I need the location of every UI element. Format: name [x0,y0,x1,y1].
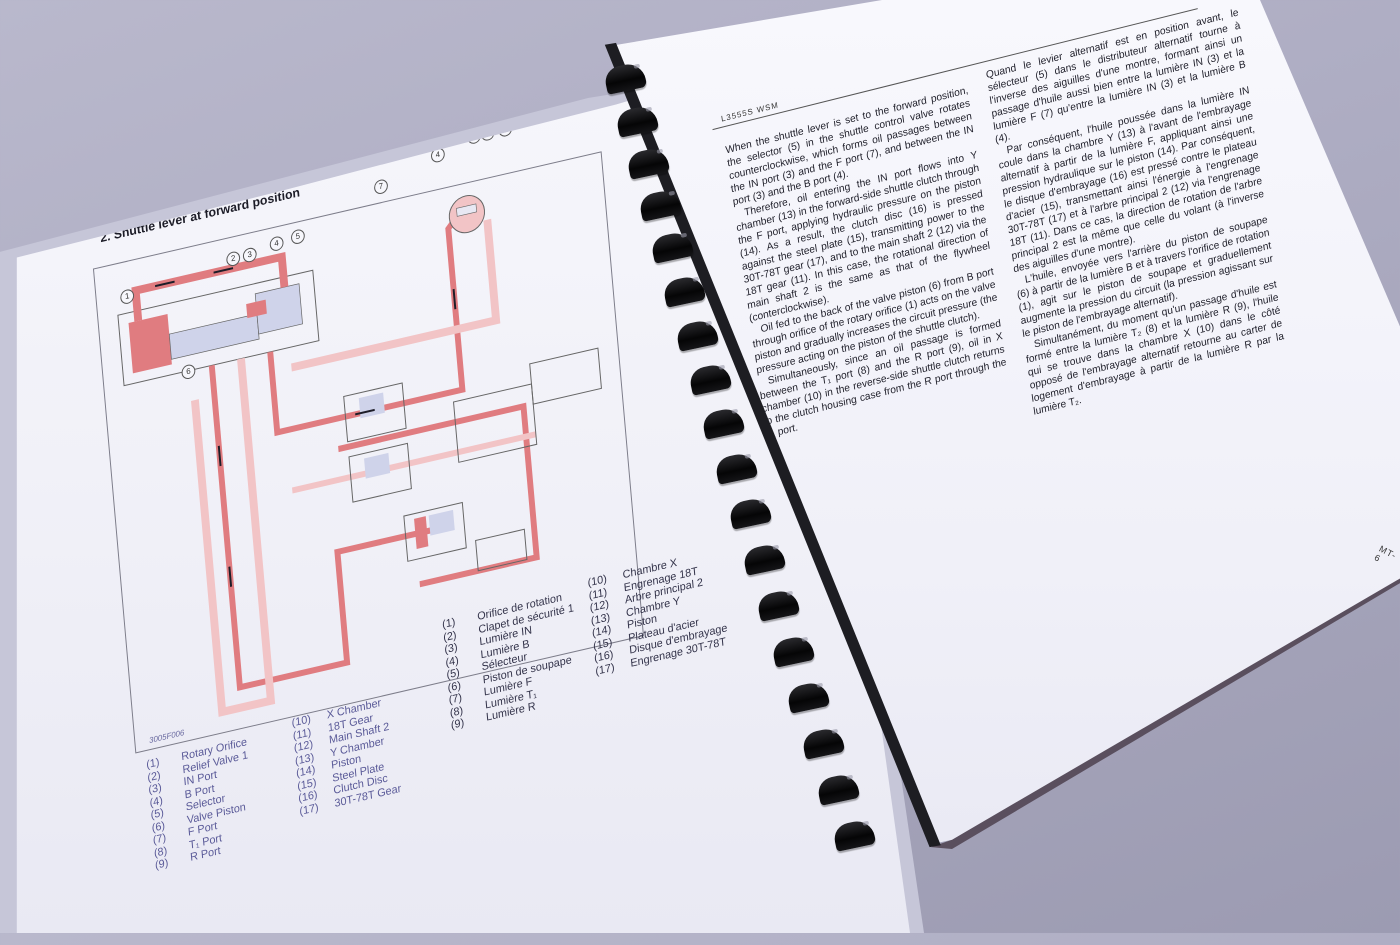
callout-7: 7 [373,178,389,196]
hydraulic-circuit-illustration [117,195,602,717]
left-header-model: L3555S WSM [514,12,573,35]
legend-en-col2: (10)X Chamber (11)18T Gear (12)Main Shaf… [291,694,401,818]
left-page-content: L3555S WSM TRANSMISSION TRANSMISSION 2. … [70,12,844,933]
legend-en-col1: (1)Rotary Orifice (2)Relief Valve 1 (3)I… [146,736,257,872]
left-section-fr: TRANSMISSION [86,180,174,212]
left-section-en: TRANSMISSION [85,168,173,200]
body-text-en: When the shuttle lever is set to the for… [725,84,1009,442]
hydraulic-diagram: 3005F006 [92,151,644,754]
body-text-fr: Quand le levier alternatif est en positi… [985,6,1286,418]
